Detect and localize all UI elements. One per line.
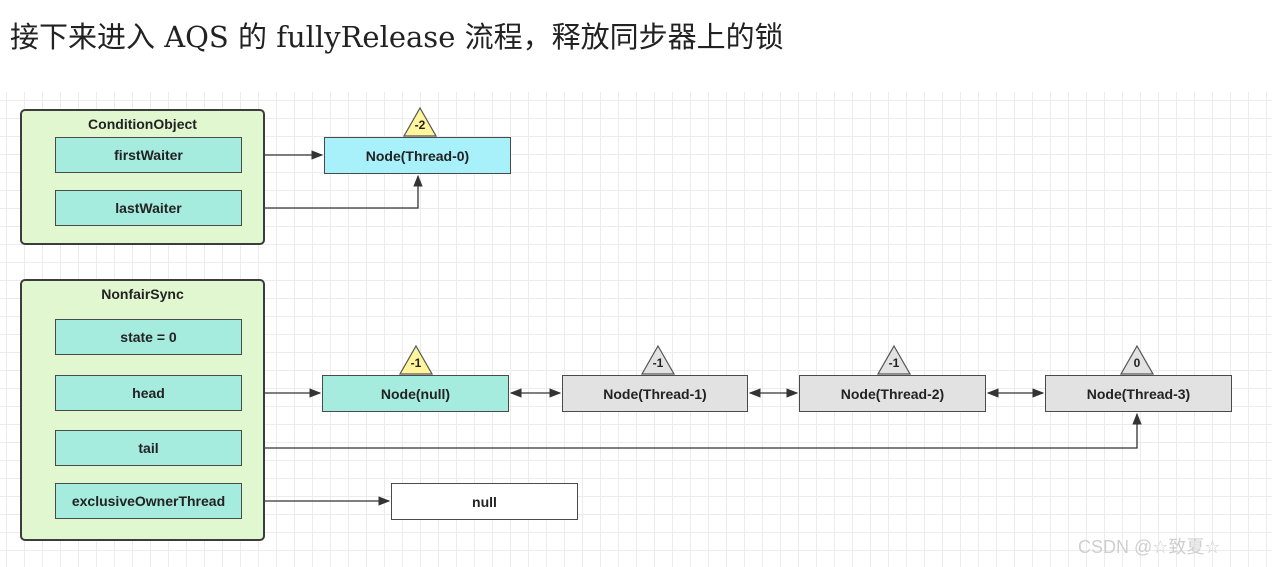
triangle-icon	[1120, 345, 1154, 375]
owner-null-node: null	[391, 483, 578, 520]
last-waiter-field: lastWaiter	[55, 190, 242, 226]
condition-node-thread-0: Node(Thread-0)	[324, 137, 511, 174]
triangle-icon	[641, 345, 675, 375]
wait-status-value: -1	[888, 356, 900, 370]
wait-status-badge: -1	[641, 345, 675, 375]
wait-status-value: -1	[410, 356, 422, 370]
exclusive-owner-thread-field: exclusiveOwnerThread	[55, 483, 242, 519]
watermark: CSDN @☆致夏☆	[1078, 537, 1221, 557]
head-field: head	[55, 375, 242, 411]
queue-node-thread-3: Node(Thread-3)	[1045, 375, 1232, 412]
queue-node-thread-2: Node(Thread-2)	[799, 375, 986, 412]
wait-status-badge: 0	[1120, 345, 1154, 375]
wait-status-badge: -2	[403, 107, 437, 137]
nonfair-sync-label: NonfairSync	[101, 286, 184, 302]
tail-arrow	[242, 412, 1142, 453]
wait-status-value: -1	[652, 356, 664, 370]
state-field: state = 0	[55, 319, 242, 355]
condition-object-label: ConditionObject	[88, 116, 197, 132]
page-title: 接下来进入 AQS 的 fullyRelease 流程，释放同步器上的锁	[10, 20, 784, 54]
triangle-icon	[877, 345, 911, 375]
wait-status-badge: -1	[877, 345, 911, 375]
wait-status-badge: -1	[399, 345, 433, 375]
queue-node-thread-1: Node(Thread-1)	[562, 375, 748, 412]
triangle-icon	[399, 345, 433, 375]
wait-status-value: 0	[1133, 356, 1141, 370]
last-waiter-arrow	[242, 174, 423, 209]
tail-field: tail	[55, 430, 242, 466]
first-waiter-field: firstWaiter	[55, 137, 242, 173]
triangle-icon	[403, 107, 437, 137]
queue-node-null: Node(null)	[322, 375, 509, 412]
wait-status-value: -2	[414, 118, 426, 132]
